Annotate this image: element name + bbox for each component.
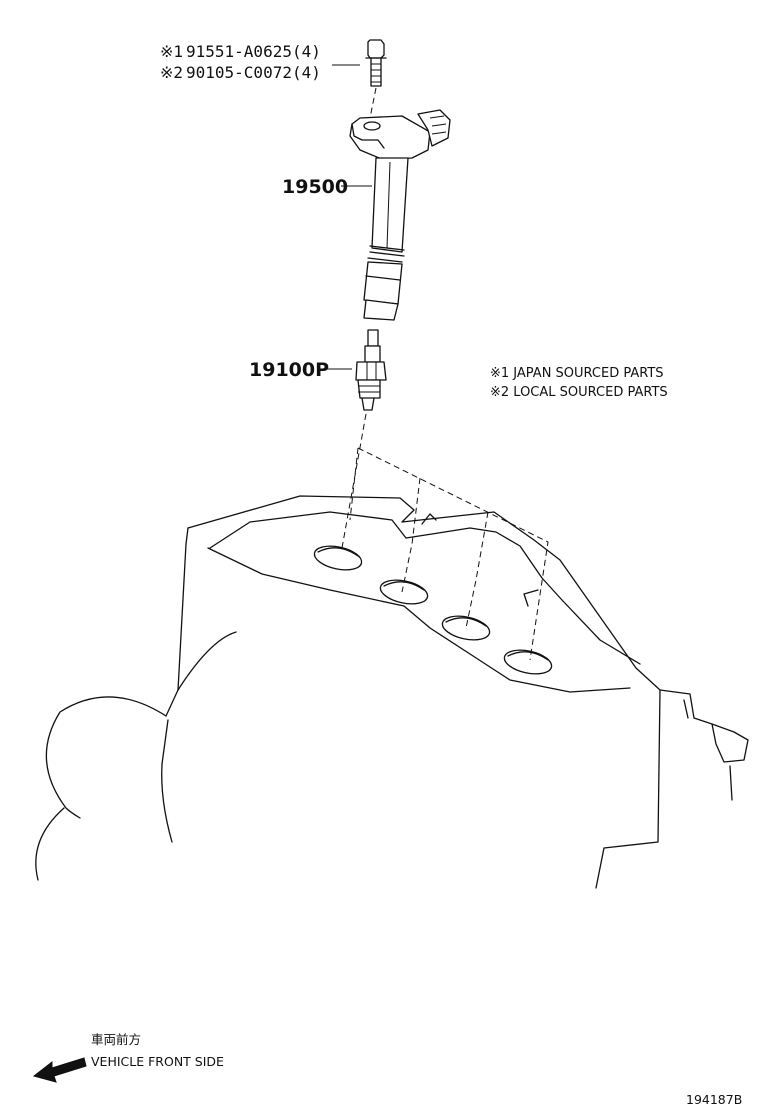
ignition-coil-drawing (349, 109, 451, 321)
bolt-1-marker: ※1 (160, 42, 183, 61)
source-notes: ※1 JAPAN SOURCED PARTS ※2 LOCAL SOURCED … (490, 366, 668, 400)
bolt-2-marker: ※2 (160, 63, 183, 82)
spark-plug-drawing (341, 329, 387, 549)
ignition-coil-part-number[interactable]: 19500 (282, 176, 348, 198)
bolt-labels: ※1 91551-A0625(4) ※2 90105-C0072(4) (160, 42, 360, 82)
spark-plug-part-number[interactable]: 19100P (249, 359, 329, 381)
direction-label-english: VEHICLE FRONT SIDE (91, 1054, 224, 1069)
direction-label-japanese: 車両前方 (91, 1032, 141, 1047)
front-arrow-icon (32, 1057, 87, 1083)
bolt-1-part-number[interactable]: 91551-A0625(4) (186, 42, 321, 61)
note-local-sourced: ※2 LOCAL SOURCED PARTS (490, 385, 668, 400)
bolt-2-part-number[interactable]: 90105-C0072(4) (186, 63, 321, 82)
bolt-drawing (365, 39, 387, 119)
note-japan-sourced: ※1 JAPAN SOURCED PARTS (490, 366, 664, 381)
diagram-id: 194187B (686, 1092, 742, 1107)
vehicle-front-direction: 車両前方 VEHICLE FRONT SIDE (32, 1032, 224, 1083)
engine-head-drawing (35, 447, 749, 889)
